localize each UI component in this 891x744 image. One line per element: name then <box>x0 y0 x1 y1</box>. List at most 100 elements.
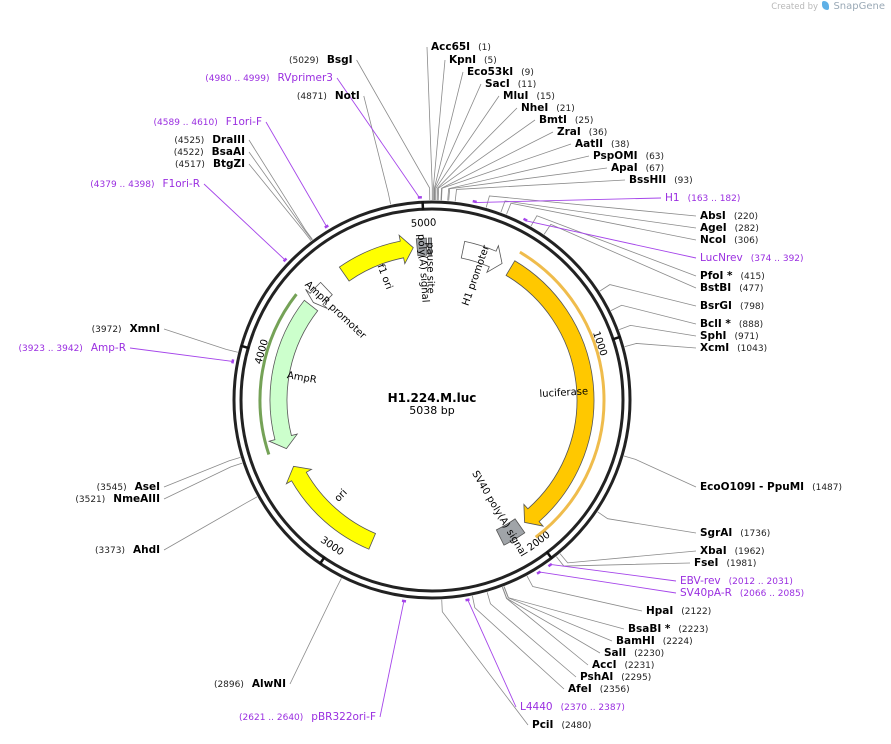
site-mlui[interactable]: MluI(15) <box>503 90 555 102</box>
site-bsabi[interactable]: BsaBI *(2223) <box>628 623 708 635</box>
site-sali[interactable]: SalI(2230) <box>604 647 664 659</box>
primer-marker <box>282 257 288 263</box>
site-bsshii[interactable]: BssHII(93) <box>629 174 693 186</box>
site-ecoo109ippumi[interactable]: EcoO109I - PpuMI(1487) <box>700 481 842 493</box>
tick-mark <box>240 344 250 350</box>
primer-f1orir[interactable]: F1ori-R(4379 .. 4398) <box>90 178 200 190</box>
site-leader <box>500 200 697 229</box>
site-eco53ki[interactable]: Eco53kI(9) <box>467 66 534 78</box>
primer-leader <box>379 599 405 718</box>
site-absi[interactable]: AbsI(220) <box>700 210 758 222</box>
site-alwni[interactable]: AlwNI(2896) <box>214 678 286 690</box>
site-acc65i[interactable]: Acc65I(1) <box>431 41 491 53</box>
site-asei[interactable]: AseI(3545) <box>97 481 160 493</box>
sv40-polya-arrow[interactable] <box>495 518 526 546</box>
site-name: NotI <box>335 90 360 102</box>
site-agei[interactable]: AgeI(282) <box>700 222 759 234</box>
site-afei[interactable]: AfeI(2356) <box>568 683 630 695</box>
h1-promoter-arrow[interactable] <box>460 240 503 274</box>
site-fsei[interactable]: FseI(1981) <box>694 557 756 569</box>
site-position: (220) <box>734 212 758 222</box>
primer-name: L4440 <box>520 701 553 713</box>
site-acci[interactable]: AccI(2231) <box>592 659 654 671</box>
ori-arrow[interactable] <box>285 465 377 550</box>
primer-pbr322orif[interactable]: pBR322ori-F(2621 .. 2640) <box>239 711 376 723</box>
site-leader <box>440 131 554 201</box>
polya-signal-arrow[interactable] <box>415 237 428 257</box>
site-xmni[interactable]: XmnI(3972) <box>92 323 160 335</box>
site-name: DraIII <box>212 134 245 146</box>
site-name: SacI <box>485 78 510 90</box>
site-position: (477) <box>739 284 763 294</box>
site-pshai[interactable]: PshAI(2295) <box>580 671 651 683</box>
site-pcii[interactable]: PciI(2480) <box>532 719 591 731</box>
primer-rvprimer3[interactable]: RVprimer3(4980 .. 4999) <box>205 72 333 84</box>
pause-site-arrow[interactable] <box>427 237 433 256</box>
site-bsaai[interactable]: BsaAI(4522) <box>174 146 245 158</box>
site-name: MluI <box>503 90 528 102</box>
primer-name: F1ori-R <box>163 178 200 190</box>
site-zrai[interactable]: ZraI(36) <box>557 126 607 138</box>
site-sphi[interactable]: SphI(971) <box>700 330 759 342</box>
primer-marker <box>522 217 528 222</box>
site-hpai[interactable]: HpaI(2122) <box>646 605 711 617</box>
site-kpni[interactable]: KpnI(5) <box>449 54 497 66</box>
site-pspomi[interactable]: PspOMI(63) <box>593 150 664 162</box>
site-position: (63) <box>646 152 664 162</box>
luciferase-arrow[interactable] <box>505 260 595 527</box>
site-sgrai[interactable]: SgrAI(1736) <box>700 527 770 539</box>
primer-range: (2370 .. 2387) <box>561 703 625 713</box>
site-position: (9) <box>521 68 534 78</box>
site-bcli[interactable]: BclI *(888) <box>700 318 763 330</box>
leader-lines <box>129 46 697 726</box>
luc-outline-arc <box>519 250 606 539</box>
site-leader <box>163 462 243 500</box>
site-leader <box>248 151 313 241</box>
site-draiii[interactable]: DraIII(4525) <box>174 134 245 146</box>
site-ncoi[interactable]: NcoI(306) <box>700 234 758 246</box>
site-bsrgi[interactable]: BsrGI(798) <box>700 300 764 312</box>
primer-sv40par[interactable]: SV40pA-R(2066 .. 2085) <box>680 587 804 599</box>
site-bmti[interactable]: BmtI(25) <box>539 114 593 126</box>
site-nmeaiii[interactable]: NmeAIII(3521) <box>75 493 160 505</box>
primer-ebvrev[interactable]: EBV-rev(2012 .. 2031) <box>680 575 793 587</box>
site-noti[interactable]: NotI(4871) <box>297 90 360 102</box>
credit-prefix: Created by <box>771 2 819 12</box>
site-position: (2295) <box>621 673 651 683</box>
ampr-promoter-arrow[interactable] <box>305 281 333 309</box>
site-aatii[interactable]: AatII(38) <box>575 138 630 150</box>
site-name: NcoI <box>700 234 726 246</box>
primers[interactable]: H1(163 .. 182) LucNrev(374 .. 392) EBV-rev… <box>19 72 805 723</box>
site-leader <box>248 139 313 240</box>
site-apai[interactable]: ApaI(67) <box>611 162 664 174</box>
site-bamhi[interactable]: BamHI(2224) <box>616 635 693 647</box>
primer-lucnrev[interactable]: LucNrev(374 .. 392) <box>700 252 804 264</box>
snapgene-credit: Created by SnapGene <box>771 1 885 12</box>
primer-h1[interactable]: H1(163 .. 182) <box>665 192 740 204</box>
site-xbai[interactable]: XbaI(1962) <box>700 545 765 557</box>
site-nhei[interactable]: NheI(21) <box>521 102 575 114</box>
site-xcmi[interactable]: XcmI(1043) <box>700 342 767 354</box>
site-btgzi[interactable]: BtgZI(4517) <box>175 158 245 170</box>
restriction-sites[interactable]: Acc65I(1)KpnI(5)Eco53kI(9)SacI(11)MluI(1… <box>75 41 842 731</box>
site-position: (4517) <box>175 160 205 170</box>
site-bstbi[interactable]: BstBI(477) <box>700 282 763 294</box>
f1-ori-arrow[interactable] <box>338 234 414 282</box>
site-position: (1487) <box>812 483 842 493</box>
site-leader <box>447 155 590 201</box>
site-ahdi[interactable]: AhdI(3373) <box>95 544 160 556</box>
tick-label: 1000 <box>590 330 609 358</box>
tick-mark <box>318 556 326 565</box>
site-pfoi[interactable]: PfoI *(415) <box>700 270 765 282</box>
site-leader <box>441 143 572 201</box>
ampr-arrow[interactable] <box>267 299 319 450</box>
primer-l4440[interactable]: L4440 (2370 .. 2387) <box>520 701 625 713</box>
site-bsgi[interactable]: BsgI(5029) <box>289 54 353 66</box>
site-saci[interactable]: SacI(11) <box>485 78 536 90</box>
primer-f1orif[interactable]: F1ori-F(4589 .. 4610) <box>154 116 263 128</box>
site-name: BsgI <box>327 54 353 66</box>
pause-site-label: pause site <box>424 242 436 294</box>
primer-marker <box>324 224 329 229</box>
primer-ampr[interactable]: Amp-R(3923 .. 3942) <box>19 342 126 354</box>
